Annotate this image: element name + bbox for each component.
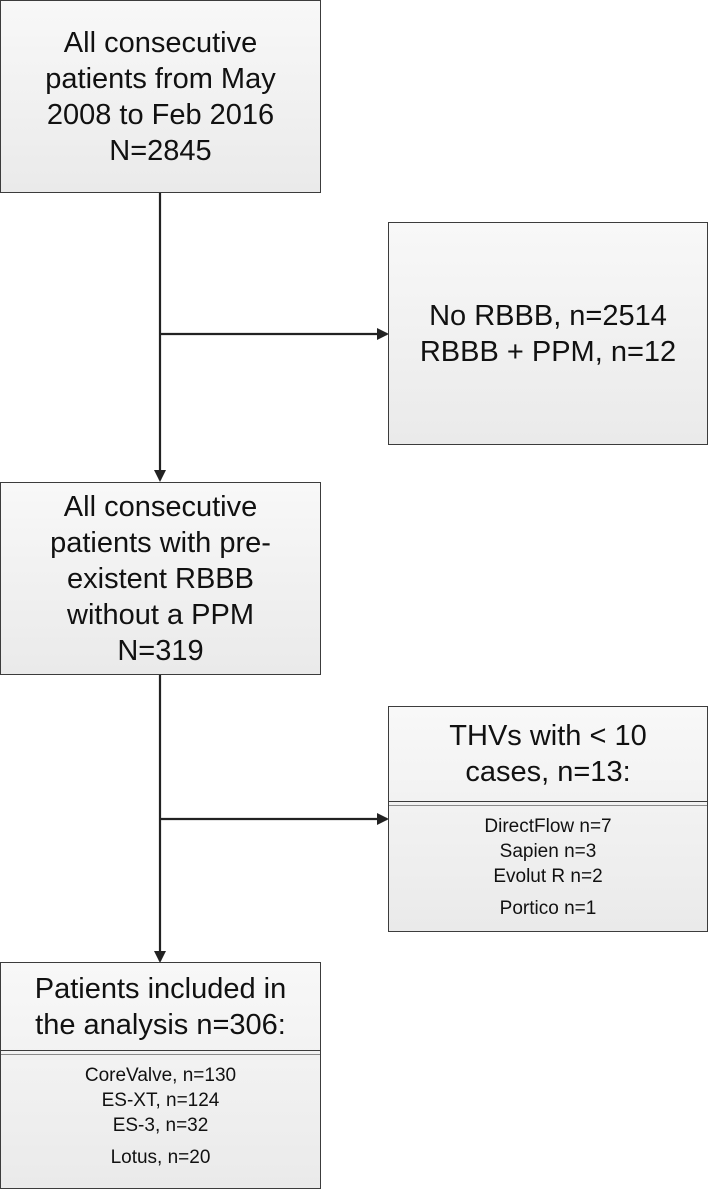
box-rbbb-cohort-text: All consecutive patients with pre- exist… [1,483,320,674]
box-start-text: All consecutive patients from May 2008 t… [1,1,320,192]
box-rbbb-cohort-line: All consecutive [63,490,258,523]
box-exclusion-1-line: RBBB + PPM, n=12 [419,335,677,368]
box-included-list: CoreValve, n=130 ES-XT, n=124 ES-3, n=32… [1,1055,320,1170]
box-start-line: All consecutive [63,26,258,59]
box-exclusion-2-divider [389,802,707,806]
box-included-header-line: the analysis n=306: [35,1008,286,1041]
box-included-divider [1,1051,320,1055]
box-rbbb-cohort-line: without a PPM [67,598,254,631]
box-start-line: N=2845 [109,134,212,167]
box-included-header-line: Patients included in [34,972,287,1005]
box-exclusion-2-header: THVs with < 10 cases, n=13: [389,707,707,802]
list-item: ES-3, n=32 [112,1115,209,1136]
box-rbbb-cohort-line: N=319 [117,634,204,667]
box-rbbb-cohort: All consecutive patients with pre- exist… [0,482,321,675]
box-included: Patients included in the analysis n=306:… [0,962,321,1189]
box-exclusion-2-header-line: cases, n=13: [465,756,631,788]
box-exclusion-1: No RBBB, n=2514 RBBB + PPM, n=12 [388,222,708,445]
list-item: Portico n=1 [499,898,597,919]
list-item: CoreValve, n=130 [84,1065,237,1086]
box-exclusion-2-list: DirectFlow n=7 Sapien n=3 Evolut R n=2 P… [389,806,707,921]
list-item: Sapien n=3 [499,841,597,862]
list-item: ES-XT, n=124 [101,1090,220,1111]
box-start-line: 2008 to Feb 2016 [46,98,275,131]
box-start: All consecutive patients from May 2008 t… [0,0,321,193]
box-exclusion-2: THVs with < 10 cases, n=13: DirectFlow n… [388,706,708,932]
box-exclusion-2-header-line: THVs with < 10 [449,720,647,752]
box-start-line: patients from May [45,62,276,95]
box-rbbb-cohort-line: patients with pre- [50,526,271,559]
box-included-header: Patients included in the analysis n=306: [1,963,320,1051]
box-exclusion-1-line: No RBBB, n=2514 [429,299,667,332]
list-item: Evolut R n=2 [493,866,603,887]
list-item: Lotus, n=20 [110,1147,211,1168]
box-rbbb-cohort-line: existent RBBB [67,562,254,595]
box-exclusion-1-text: No RBBB, n=2514 RBBB + PPM, n=12 [389,223,707,444]
list-item: DirectFlow n=7 [484,816,612,837]
